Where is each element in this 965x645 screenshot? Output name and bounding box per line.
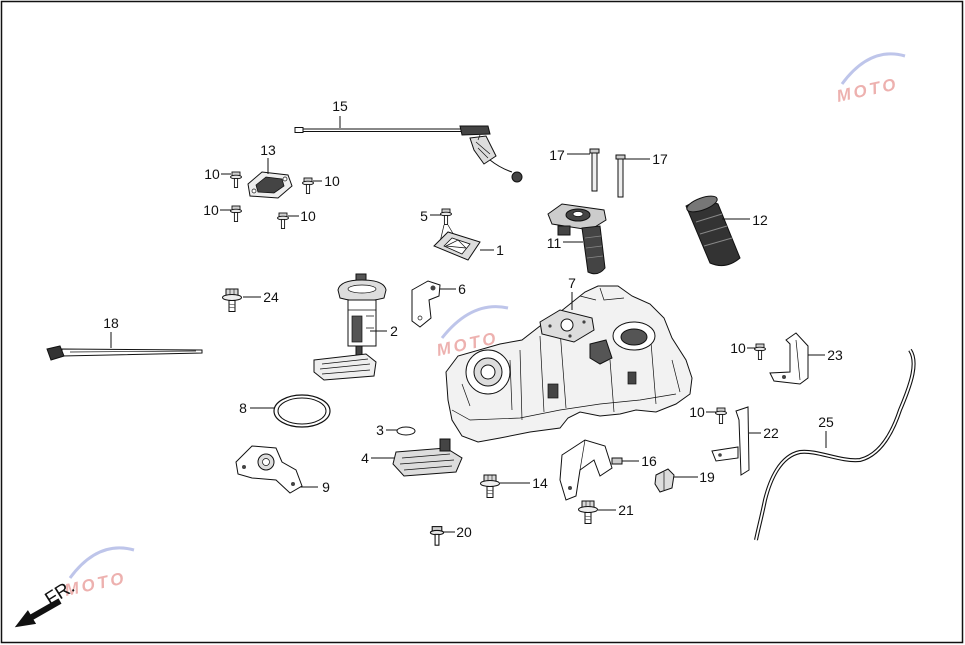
- callout-10: 10: [730, 340, 746, 356]
- callout-labels: 15 13 10 10 10 10 17 17 12 5 1 11 6 7 24…: [103, 98, 843, 540]
- callout-10: 10: [203, 202, 219, 218]
- part-2-fuel-pump: [313, 273, 387, 381]
- callout-9: 9: [322, 479, 330, 495]
- moto-logo-icon: [840, 52, 906, 85]
- callout-10: 10: [204, 166, 220, 182]
- callout-5: 5: [420, 208, 428, 224]
- callout-22: 22: [763, 425, 779, 441]
- callout-8: 8: [239, 400, 247, 416]
- part-19-clip: [654, 468, 675, 493]
- callout-20: 20: [456, 524, 472, 540]
- callout-15: 15: [332, 98, 348, 114]
- callout-16: 16: [641, 453, 657, 469]
- moto-logo-icon: [440, 305, 509, 339]
- callout-3: 3: [376, 422, 384, 438]
- callout-17: 17: [652, 151, 668, 167]
- leader-lines: [110, 116, 827, 533]
- part-8-gasket-ring: [273, 394, 331, 428]
- callout-1: 1: [496, 242, 504, 258]
- callout-24: 24: [263, 289, 279, 305]
- part-13-gasket: [247, 171, 293, 199]
- part-11-fuel-sender: [547, 203, 607, 275]
- callout-19: 19: [699, 469, 715, 485]
- part-18-zip-tie: [46, 345, 203, 361]
- callout-7: 7: [568, 275, 576, 291]
- callout-23: 23: [827, 347, 843, 363]
- part-4-filter: [392, 438, 463, 477]
- callout-10: 10: [324, 173, 340, 189]
- part-3-o-ring: [396, 426, 416, 436]
- part-12-boot: [685, 195, 741, 267]
- part-9-bracket: [235, 445, 303, 494]
- part-6-bracket: [411, 280, 441, 328]
- front-direction-arrow-icon: [14, 598, 62, 628]
- callout-11: 11: [547, 235, 562, 251]
- callout-25: 25: [818, 414, 834, 430]
- callout-10: 10: [300, 208, 316, 224]
- part-22-bracket: [711, 406, 750, 476]
- part-15-cable: [294, 125, 523, 183]
- part-17-rod: [615, 154, 626, 198]
- callout-4: 4: [361, 450, 369, 466]
- callout-10: 10: [689, 404, 705, 420]
- part-17-rod: [589, 148, 600, 192]
- callout-2: 2: [390, 323, 398, 339]
- part-23-bracket: [769, 332, 809, 385]
- callout-12: 12: [752, 212, 768, 228]
- callout-14: 14: [532, 475, 548, 491]
- callout-6: 6: [458, 281, 466, 297]
- callout-17: 17: [549, 147, 565, 163]
- callout-21: 21: [618, 502, 634, 518]
- part-1-plate: [433, 224, 481, 261]
- part-7-fuel-tank: [445, 285, 693, 443]
- callout-18: 18: [103, 315, 119, 331]
- moto-logo-icon: [68, 546, 135, 579]
- part-25-hose: [754, 348, 916, 541]
- callout-13: 13: [260, 142, 276, 158]
